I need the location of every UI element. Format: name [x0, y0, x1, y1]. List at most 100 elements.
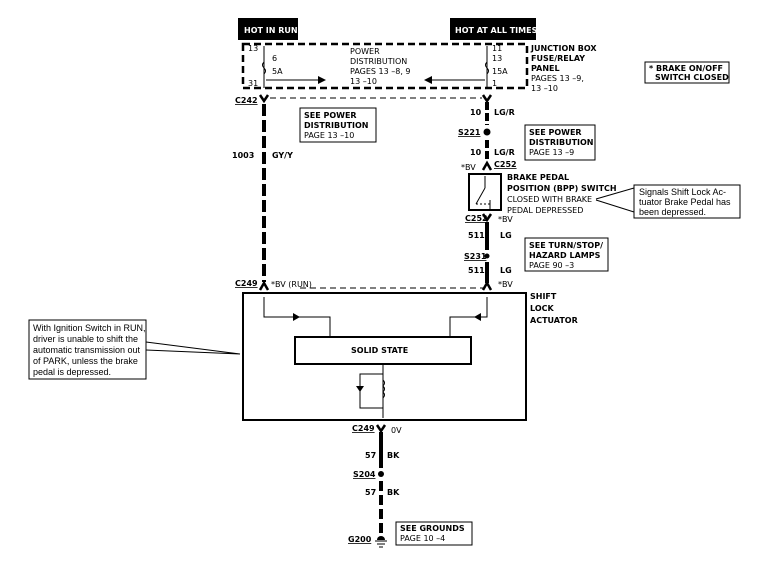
callout-text: tuator Brake Pedal has	[639, 197, 731, 207]
wire-number: 511	[468, 231, 485, 240]
callout-text: of PARK, unless the brake	[33, 356, 138, 366]
power-dist-text: POWER	[350, 47, 380, 56]
hot-at-all-times-header	[450, 18, 536, 40]
diode-icon	[474, 313, 481, 321]
splice-label: S231	[464, 252, 487, 261]
connector-c252-icon	[481, 213, 493, 223]
callout-right	[633, 184, 741, 219]
junction-box-pages: 13 –10	[531, 84, 558, 93]
fuse-pin: 1	[492, 79, 497, 88]
fuse-pin: 11	[492, 44, 502, 53]
fuse-rating: 15A	[492, 67, 508, 76]
solid-state-module	[294, 336, 472, 365]
splice-label: S221	[458, 128, 481, 137]
switch-label: BRAKE PEDAL	[507, 173, 569, 182]
ref-text: SEE GROUNDS	[400, 524, 465, 533]
switch-desc: CLOSED WITH BRAKE	[507, 195, 592, 204]
callout-pointer	[145, 341, 241, 355]
wire-number: 10	[470, 108, 482, 117]
ref-text: PAGE 13 –9	[529, 148, 574, 157]
ref-box	[299, 107, 377, 143]
connector-label: C249	[235, 279, 258, 288]
connector-c252-icon	[481, 160, 493, 171]
connector-c249-icon	[258, 280, 270, 291]
junction-box-label: JUNCTION BOX	[530, 44, 597, 53]
power-dist-text: DISTRIBUTION	[350, 57, 407, 66]
wire-number: 10	[470, 148, 482, 157]
callout-text: With Ignition Switch in RUN,	[33, 323, 146, 333]
splice-label: S204	[353, 470, 376, 479]
callout-text: Signals Shift Lock Ac-	[639, 187, 726, 197]
left-fuse	[262, 46, 326, 88]
fuse-pin: 31	[248, 79, 258, 88]
note-box	[644, 61, 730, 84]
connector-c242-icon	[258, 94, 270, 104]
callout-text: been depressed.	[639, 207, 706, 217]
wire-number: 1003	[232, 151, 254, 160]
voltage-label: *BV	[461, 163, 476, 172]
switch-label: POSITION (BPP) SWITCH	[507, 184, 617, 193]
callout-text: driver is unable to shift the	[33, 334, 138, 344]
callout-left	[28, 319, 147, 380]
splice-s231-icon	[484, 253, 490, 259]
ref-text: PAGE 90 –3	[529, 261, 574, 270]
callout-text: pedal is depressed.	[33, 367, 111, 377]
solid-state-label: SOLID STATE	[351, 346, 408, 355]
callout-pointer	[595, 187, 635, 213]
wire-number: 57	[365, 488, 376, 497]
connector-c249-icon	[375, 424, 387, 434]
callout-text: automatic transmission out	[33, 345, 141, 355]
ref-text: DISTRIBUTION	[304, 121, 369, 130]
voltage-label: *BV	[498, 215, 513, 224]
junction-box-outline	[241, 42, 529, 90]
ref-text: PAGE 10 –4	[400, 534, 445, 543]
voltage-label: *BV (RUN)	[271, 280, 312, 289]
ref-text: SEE POWER	[304, 111, 357, 120]
wire-color: BK	[387, 488, 400, 497]
ref-text: PAGE 13 –10	[304, 131, 354, 140]
ref-text: DISTRIBUTION	[529, 138, 594, 147]
voltage-label: *BV	[498, 280, 513, 289]
wire-color: BK	[387, 451, 400, 460]
actuator-label: SHIFT	[530, 292, 557, 301]
ref-text: SEE POWER	[529, 128, 582, 137]
diode-icon	[356, 386, 364, 392]
actuator-label: LOCK	[530, 304, 554, 313]
ref-text: SEE TURN/STOP/	[529, 241, 603, 250]
connector-label: C252	[465, 214, 488, 223]
fuse-number: 6	[272, 54, 277, 63]
hot-at-all-times-label: HOT AT ALL TIMES	[455, 26, 538, 35]
connector-label: C252	[494, 160, 517, 169]
right-fuse	[424, 46, 489, 88]
ref-text: HAZARD LAMPS	[529, 251, 601, 260]
connector-label: C242	[235, 96, 258, 105]
ground-label: G200	[348, 535, 372, 544]
ref-box	[524, 124, 596, 161]
fuse-number: 13	[492, 54, 502, 63]
splice-s221-icon	[483, 128, 491, 136]
junction-box-label: FUSE/RELAY	[531, 54, 585, 63]
voltage-label: 0V	[391, 426, 402, 435]
hot-in-run-label: HOT IN RUN	[244, 26, 298, 35]
connector-icon	[481, 280, 493, 291]
ref-box	[524, 237, 609, 272]
connector-label: C249	[352, 424, 375, 433]
ref-box	[395, 521, 473, 546]
wire-color: LG/R	[494, 108, 515, 117]
fuse-pin: 13	[248, 44, 258, 53]
note-text: * BRAKE ON/OFF	[649, 64, 723, 73]
wire-number: 511	[468, 266, 485, 275]
splice-s204-icon	[378, 471, 384, 477]
shift-lock-actuator-box	[242, 292, 527, 421]
junction-box-pages: PAGES 13 –9,	[531, 74, 584, 83]
bpp-switch	[468, 173, 502, 211]
fuse-rating: 5A	[272, 67, 283, 76]
diode-icon	[293, 313, 300, 321]
wire-color: LG	[500, 266, 512, 275]
switch-desc: PEDAL DEPRESSED	[507, 206, 583, 215]
junction-box-label: PANEL	[531, 64, 560, 73]
wire-color: LG/R	[494, 148, 515, 157]
power-dist-text: PAGES 13 –8, 9	[350, 67, 411, 76]
ground-icon	[375, 536, 387, 548]
